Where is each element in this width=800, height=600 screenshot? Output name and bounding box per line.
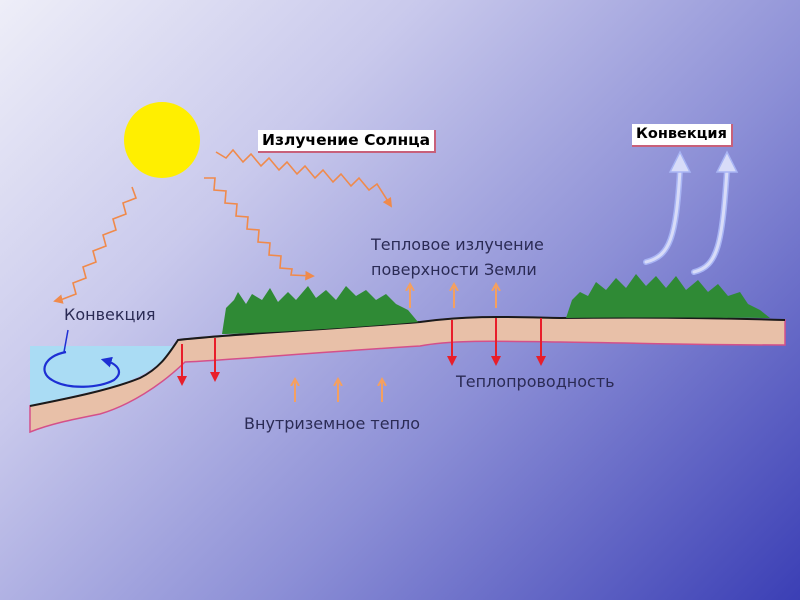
solar-ray-right bbox=[215, 148, 393, 208]
internal-heat-label: Внутриземное тепло bbox=[244, 414, 421, 433]
convection-arrow-right bbox=[691, 150, 739, 275]
sun bbox=[124, 102, 200, 178]
vegetation-right bbox=[566, 274, 770, 318]
water-body bbox=[30, 346, 178, 406]
convection-arrow-left bbox=[643, 150, 692, 265]
convection-pointer bbox=[63, 329, 69, 353]
vegetation-left bbox=[222, 286, 420, 334]
thermal-conduction-label: Теплопроводность bbox=[456, 372, 615, 391]
thermal-radiation-label-line2: поверхности Земли bbox=[371, 260, 537, 279]
convection-water-label: Конвекция bbox=[64, 305, 156, 324]
convection-swirl-icon bbox=[43, 350, 121, 388]
convection-top-label: Конвекция bbox=[632, 124, 733, 147]
solar-ray-left bbox=[53, 186, 138, 304]
solar-radiation-label: Излучение Солнца bbox=[258, 130, 437, 153]
thermal-radiation-label-line1: Тепловое излучение bbox=[371, 235, 544, 254]
solar-ray-middle bbox=[204, 177, 315, 281]
